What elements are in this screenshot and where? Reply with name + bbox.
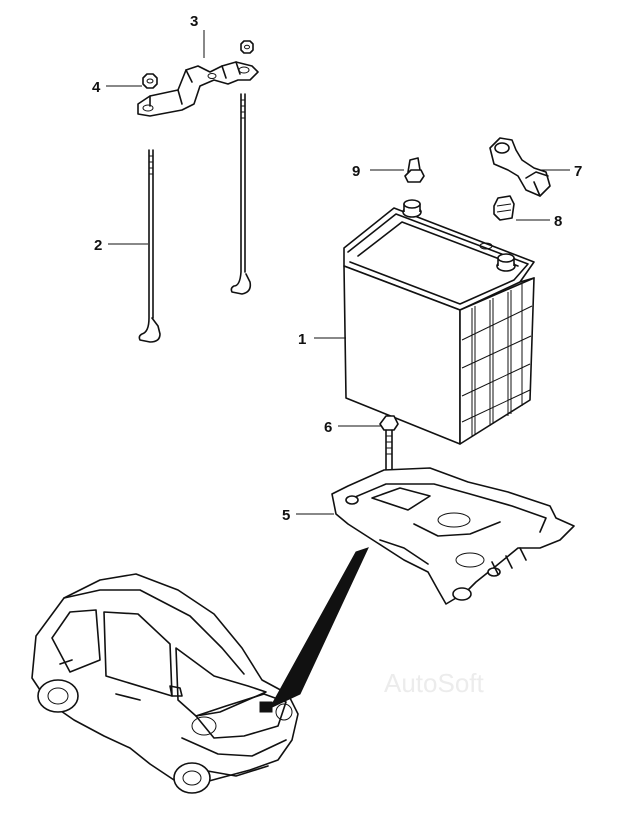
clamp-bracket-drawing: [137, 61, 259, 117]
tray-bolt-drawing: [379, 415, 399, 471]
callout-7: 7: [574, 163, 582, 180]
car-drawing: [31, 573, 299, 794]
location-pointer: [268, 547, 369, 710]
terminal-bolt-drawing: [404, 157, 425, 183]
terminal-clamp-drawing: [489, 137, 551, 197]
callout-5: 5: [282, 507, 290, 524]
callout-1: 1: [298, 331, 306, 348]
callout-2: 2: [94, 237, 102, 254]
hold-down-rods-drawing: [138, 93, 252, 343]
clamp-nut-drawing: [142, 40, 254, 89]
callout-8: 8: [554, 213, 562, 230]
callout-6: 6: [324, 419, 332, 436]
terminal-nut-drawing: [493, 195, 515, 221]
callout-4: 4: [92, 79, 101, 96]
battery-tray-drawing: [331, 467, 575, 605]
callout-3: 3: [190, 13, 198, 30]
battery-drawing: [343, 199, 535, 445]
leader-lines: [106, 30, 570, 515]
callout-9: 9: [352, 163, 360, 180]
watermark: AutoSoft: [384, 668, 485, 698]
